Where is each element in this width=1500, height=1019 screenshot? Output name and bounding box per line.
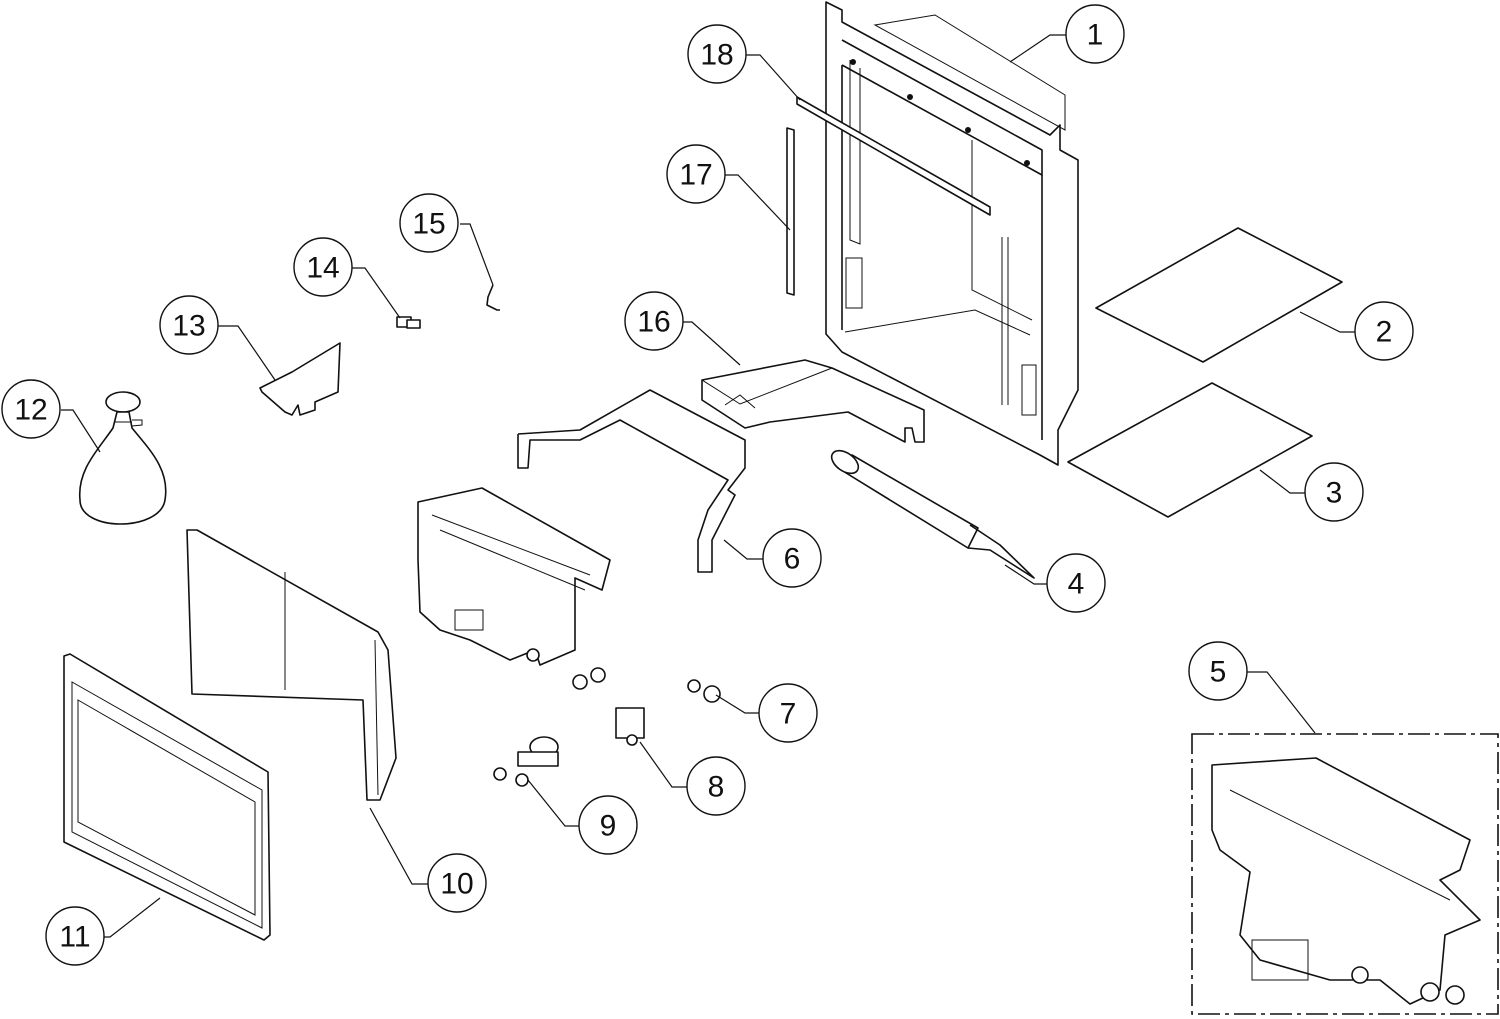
callout-label: 10 — [440, 868, 473, 901]
part-vertical-strip — [786, 127, 795, 296]
callout-label: 14 — [306, 252, 339, 285]
callout-14: 14 — [293, 237, 353, 297]
callout-17: 17 — [666, 144, 726, 204]
callout-label: 15 — [412, 208, 445, 241]
part-panel-sheet-lower — [1067, 382, 1313, 518]
callout-label: 8 — [708, 771, 725, 804]
part-sealant-tube — [830, 449, 1035, 579]
leader-lines — [61, 34, 1355, 938]
callout-label: 16 — [637, 306, 670, 339]
part-small-bracket — [259, 342, 341, 416]
part-burner-valve-assembly-detail — [1191, 733, 1499, 1015]
part-panel-sheet-upper — [1095, 227, 1343, 363]
callout-label: 11 — [59, 921, 90, 954]
callout-10: 10 — [427, 853, 487, 913]
callout-7: 7 — [758, 683, 818, 743]
callout-label: 17 — [679, 159, 712, 192]
callout-label: 2 — [1376, 316, 1393, 349]
callout-label: 12 — [14, 394, 47, 427]
part-front-glass-frame — [63, 653, 271, 941]
callout-4: 4 — [1046, 553, 1106, 613]
callout-5: 5 — [1188, 641, 1248, 701]
part-firebox-frame — [825, 1, 1079, 466]
callout-1: 1 — [1065, 4, 1125, 64]
callout-15: 15 — [399, 193, 459, 253]
part-burner-assembly — [417, 487, 611, 690]
callout-18: 18 — [687, 24, 747, 84]
callout-2: 2 — [1354, 301, 1414, 361]
part-hardware-bag — [78, 391, 167, 525]
callout-label: 7 — [780, 698, 797, 731]
callout-label: 4 — [1068, 568, 1085, 601]
callout-6: 6 — [762, 528, 822, 588]
part-gas-valve — [493, 736, 559, 787]
part-burner-mounting-bracket — [517, 389, 746, 573]
part-hood-panel — [186, 529, 397, 801]
callout-label: 5 — [1210, 656, 1227, 689]
part-elbow-fitting — [687, 679, 721, 703]
callout-13: 13 — [159, 295, 219, 355]
callout-16: 16 — [624, 291, 684, 351]
callout-12: 12 — [1, 379, 61, 439]
callout-11: 11 — [45, 906, 105, 966]
part-clip — [486, 284, 500, 311]
callout-label: 18 — [700, 39, 733, 72]
callout-8: 8 — [686, 756, 746, 816]
part-burner-tray-bracket — [701, 359, 925, 443]
callout-label: 6 — [784, 543, 801, 576]
callout-label: 13 — [172, 310, 205, 343]
callout-label: 9 — [600, 810, 617, 843]
callout-label: 1 — [1087, 19, 1104, 52]
part-fitting — [396, 316, 421, 329]
part-horizontal-strip — [796, 96, 991, 216]
callout-9: 9 — [578, 795, 638, 855]
callout-3: 3 — [1304, 462, 1364, 522]
part-pilot-assembly — [615, 707, 645, 746]
callout-label: 3 — [1326, 477, 1343, 510]
